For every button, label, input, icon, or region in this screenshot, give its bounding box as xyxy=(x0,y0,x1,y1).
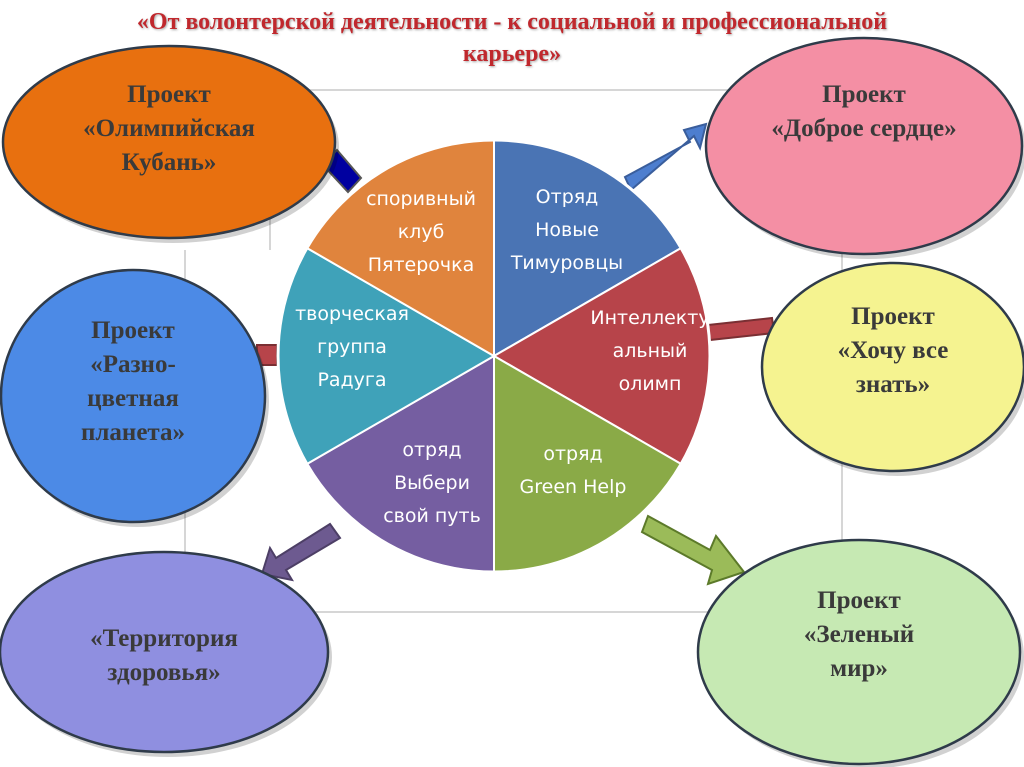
oval-label-line: Кубань» xyxy=(122,149,217,176)
project-oval-territoriya: «Территория здоровья» xyxy=(0,550,332,757)
pie-wedge-label-line: Тимуровцы xyxy=(510,252,623,274)
oval-label-line: цветная xyxy=(87,385,179,412)
pie-wedge-label-line: Интеллекту xyxy=(590,307,709,329)
diagram-title: «От волонтерской деятельности - к социал… xyxy=(0,6,1024,70)
pie-wedge-label-line: Выбери xyxy=(394,472,470,494)
oval-label-line: «Доброе сердце» xyxy=(771,115,956,142)
oval-label: Проект «Разно-цветная планета» xyxy=(81,317,185,446)
pie-wedge-label-line: творческая xyxy=(295,303,409,325)
oval-shape xyxy=(0,268,267,524)
oval-label-line: Проект xyxy=(822,81,906,108)
oval-shape xyxy=(0,550,330,754)
pie-wedge-label-line: споривный xyxy=(366,188,476,210)
pie-wedge-label-line: олимп xyxy=(619,373,682,395)
oval-label: Проект «Хочу все знать» xyxy=(838,303,949,398)
oval-label-line: «Хочу все xyxy=(838,337,949,364)
oval-label-line: «Территория xyxy=(90,625,238,652)
pie-wedge-label-line: Green Help xyxy=(520,476,627,498)
oval-label-line: мир» xyxy=(830,655,888,682)
oval-label-line: Проект xyxy=(127,81,211,108)
arrows xyxy=(256,122,776,586)
pie-wedge-label-line: Пятерочка xyxy=(368,254,475,276)
oval-label-line: «Разно- xyxy=(90,351,176,378)
oval-label-line: Проект xyxy=(91,317,175,344)
pie-wedge-label-line: клуб xyxy=(398,221,445,243)
arrow-dobroe-serdtse xyxy=(623,122,708,192)
oval-label-line: Проект xyxy=(817,587,901,614)
project-oval-raznotsvetnaya: Проект «Разно-цветная планета» xyxy=(0,268,269,527)
title-line-1: «От волонтерской деятельности - к социал… xyxy=(136,9,888,35)
title-line-2: карьере» xyxy=(462,41,562,67)
pie-wedge-label-line: Отряд xyxy=(536,186,599,208)
oval-shape xyxy=(704,36,1024,256)
project-oval-zelenyi-mir: Проект «Зеленый мир» xyxy=(696,538,1024,767)
pie-wedge-label-intellect: Интеллекту альный олимп xyxy=(590,307,709,395)
pie-wedge-label-line: Новые xyxy=(535,219,599,241)
pie-wedge-label-line: группа xyxy=(317,336,387,358)
oval-label-line: планета» xyxy=(81,419,185,446)
arrow-zelenyi-mir xyxy=(640,514,746,586)
oval-label-line: «Зеленый xyxy=(804,621,914,648)
oval-label: «Территория здоровья» xyxy=(90,625,238,686)
pie-outline xyxy=(276,138,712,574)
arrow-territoriya xyxy=(260,522,342,582)
project-oval-hochu-znat: Проект «Хочу все знать» xyxy=(760,261,1024,476)
oval-label-line: Проект xyxy=(851,303,935,330)
pie-wedge-label-line: отряд xyxy=(402,439,461,461)
project-oval-dobroe-serdtse: Проект «Доброе сердце» xyxy=(704,36,1024,259)
oval-label: Проект «Зеленый мир» xyxy=(804,587,914,682)
pie-wedge-label-line: свой путь xyxy=(383,505,481,527)
oval-shape xyxy=(1,44,337,240)
oval-label-line: знать» xyxy=(856,371,930,398)
arrow-hochu-znat xyxy=(706,316,776,342)
oval-label-line: «Олимпийская xyxy=(83,115,255,142)
oval-label-line: здоровья» xyxy=(107,659,220,686)
pie-wedge-label-line: отряд xyxy=(543,443,602,465)
pie-wedge-label-line: Радуга xyxy=(317,369,386,391)
oval-shape xyxy=(760,261,1024,473)
oval-label: Проект «Доброе сердце» xyxy=(771,81,956,142)
oval-shape xyxy=(696,538,1022,766)
pie-wedge-label-line: альный xyxy=(613,340,688,362)
